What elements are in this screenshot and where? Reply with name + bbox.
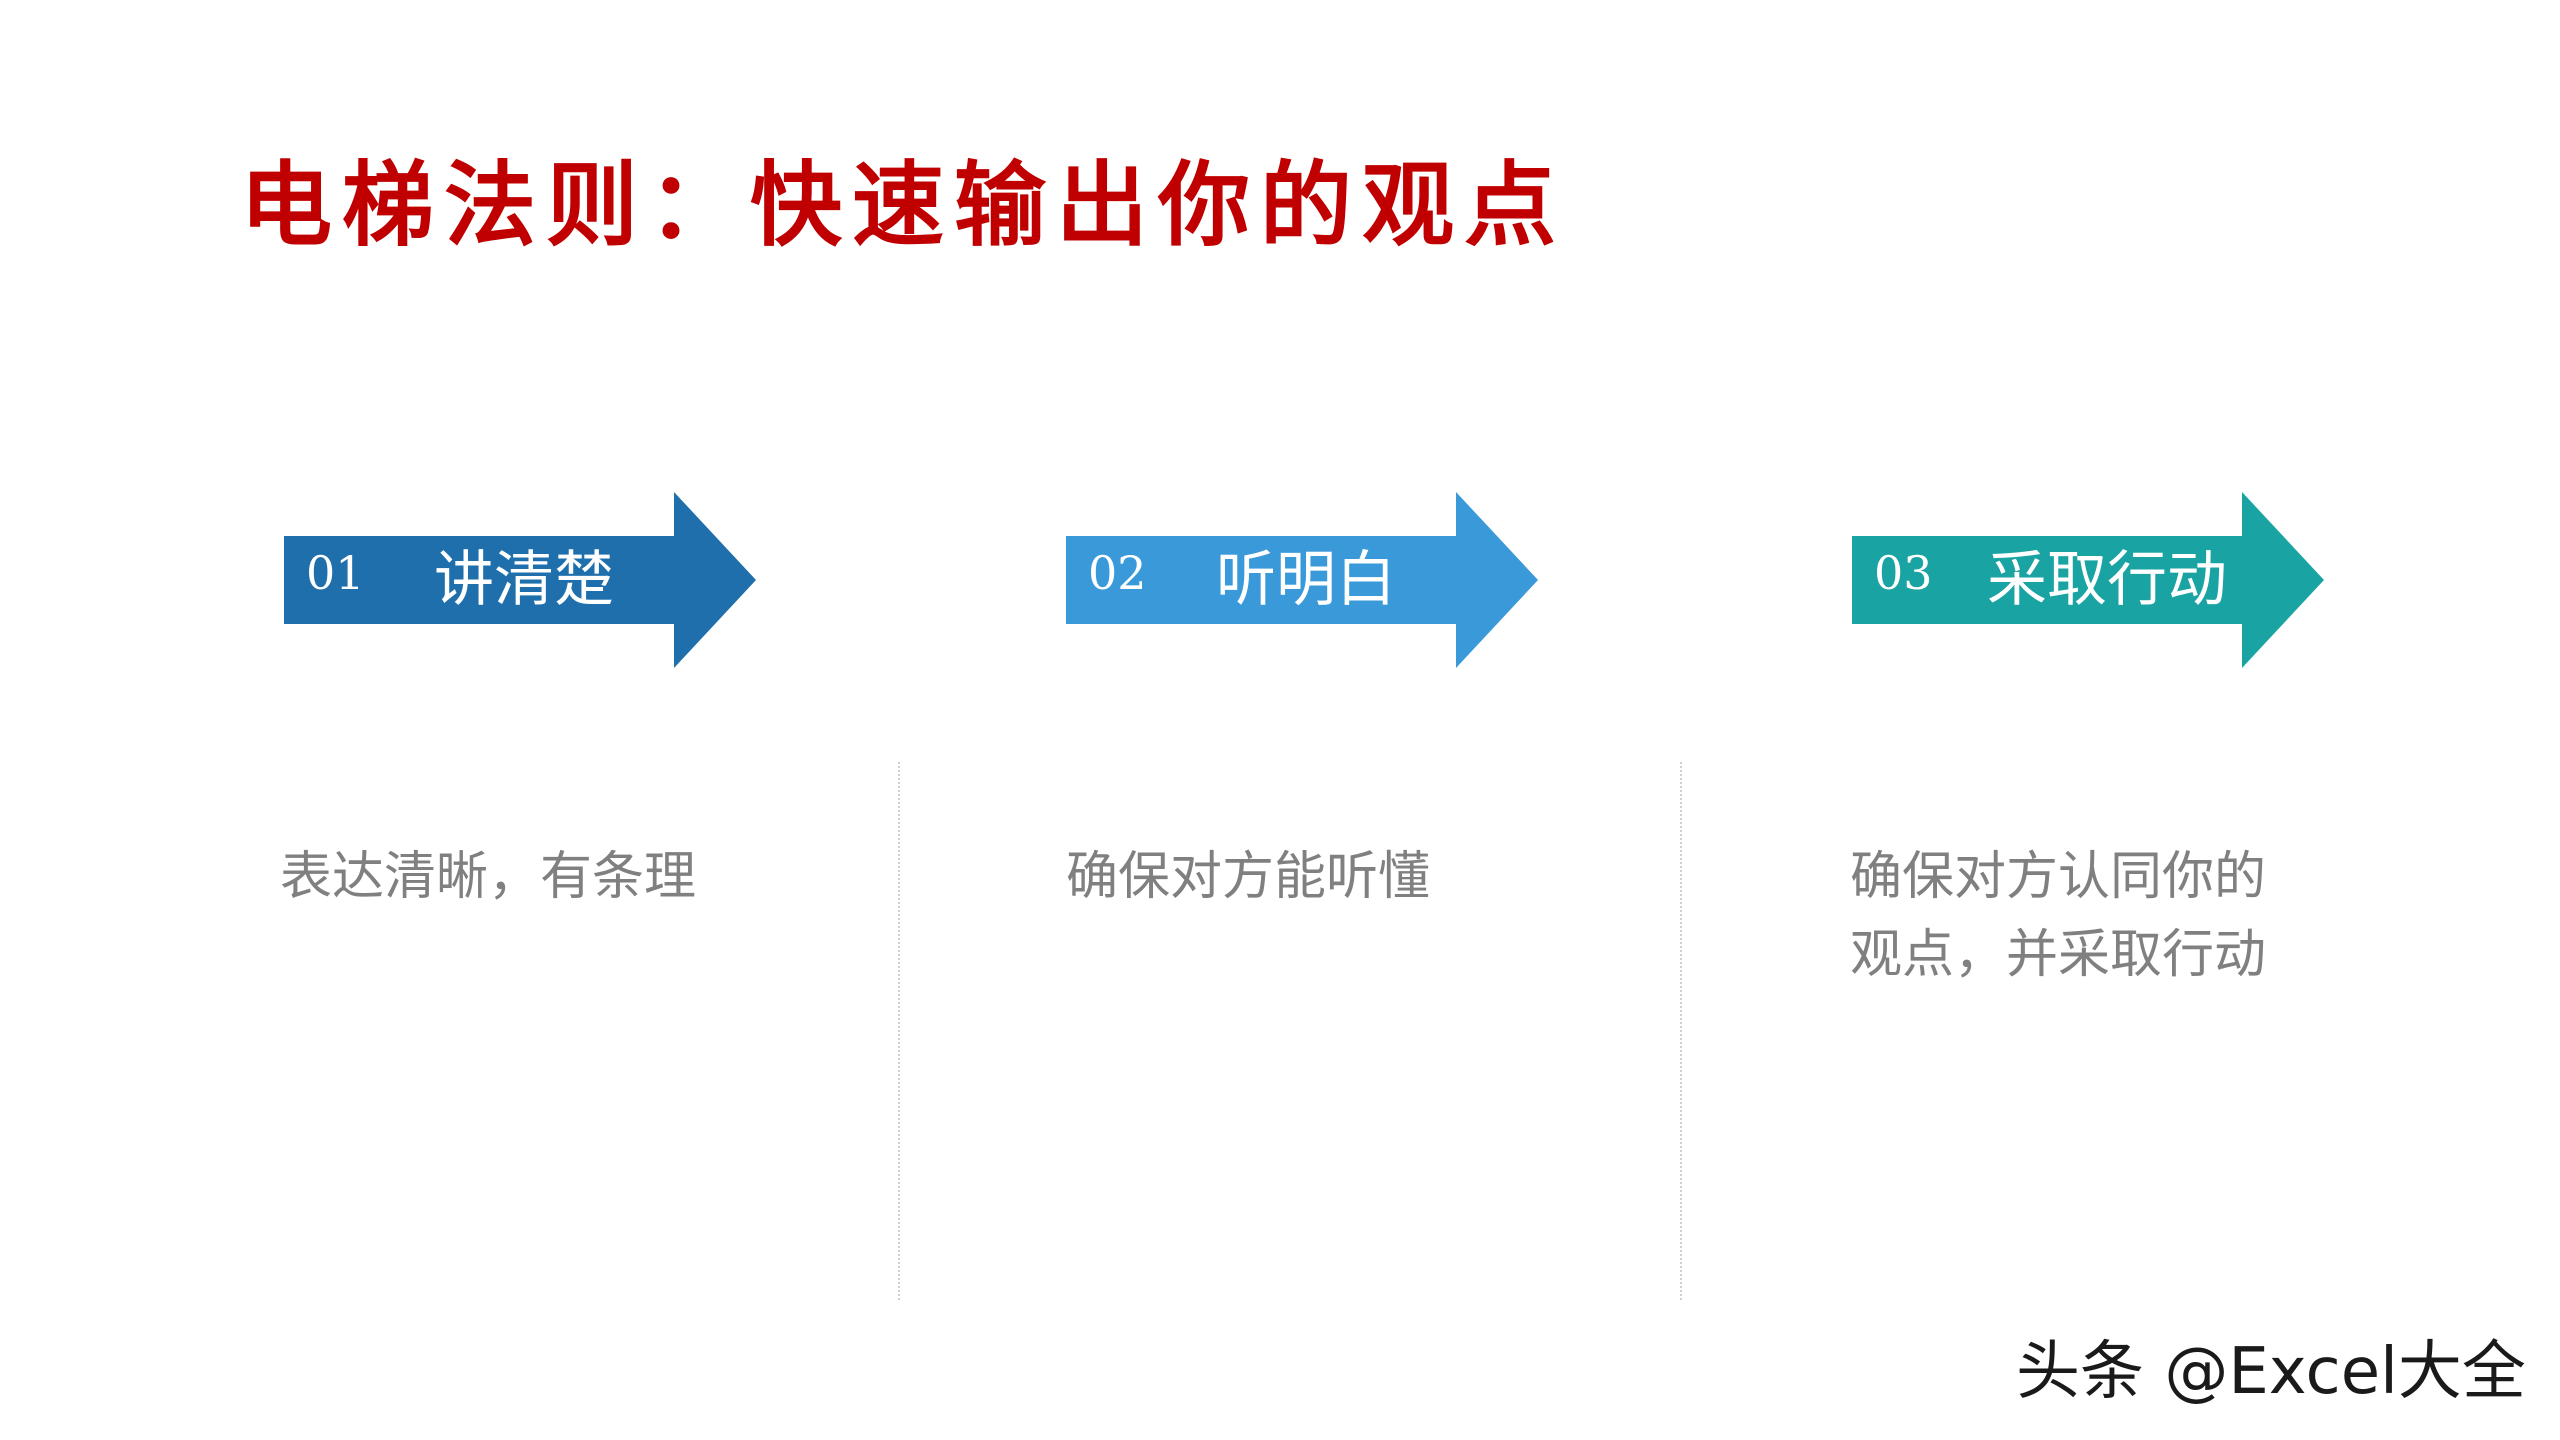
column-divider bbox=[1680, 762, 1682, 1300]
step-arrow-3: 03 采取行动 bbox=[1852, 492, 2324, 668]
step-number: 01 bbox=[306, 546, 365, 600]
step-description: 表达清晰，有条理 bbox=[280, 847, 697, 907]
step-label: 采取行动 bbox=[1987, 545, 2227, 615]
arrow-shape bbox=[1066, 492, 1538, 668]
step-arrow-2: 02 听明白 bbox=[1066, 492, 1538, 668]
step-number: 03 bbox=[1874, 546, 1933, 600]
slide-title: 电梯法则：快速输出你的观点 bbox=[240, 152, 1567, 259]
step-description: 确保对方能听懂 bbox=[1066, 847, 1431, 907]
arrow-shape bbox=[1852, 492, 2324, 668]
arrow-shape bbox=[284, 492, 756, 668]
step-description: 确保对方认同你的观点，并采取行动 bbox=[1850, 847, 2267, 985]
column-divider bbox=[898, 762, 900, 1300]
step-label: 讲清楚 bbox=[434, 545, 614, 615]
step-number: 02 bbox=[1088, 546, 1147, 600]
watermark: 头条 @Excel大全 bbox=[2016, 1335, 2526, 1409]
step-label: 听明白 bbox=[1216, 545, 1396, 615]
step-arrow-1: 01 讲清楚 bbox=[284, 492, 756, 668]
